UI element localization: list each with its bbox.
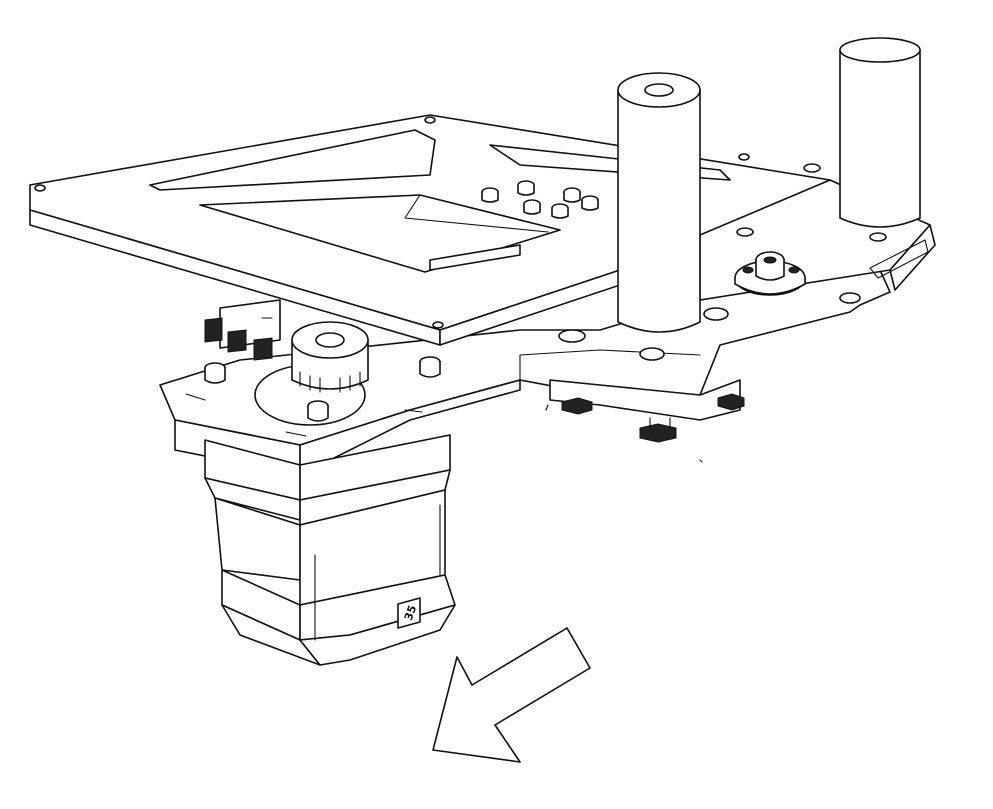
- flange-nut: [734, 251, 806, 296]
- direction-arrow-icon: [432, 627, 591, 763]
- standoff-tube-back: [839, 37, 921, 228]
- bottom-mount-block: [549, 379, 745, 443]
- stepper-motor: 35: [204, 434, 456, 666]
- standoff-tube-front: [617, 72, 701, 333]
- stray-marks: [545, 404, 703, 463]
- motor-label-text: 35: [402, 603, 419, 622]
- endstop-switch: [204, 299, 281, 361]
- pulley-assembly: [204, 321, 441, 426]
- cap-screws: [481, 180, 599, 219]
- motor-label-tag: 35: [397, 597, 421, 629]
